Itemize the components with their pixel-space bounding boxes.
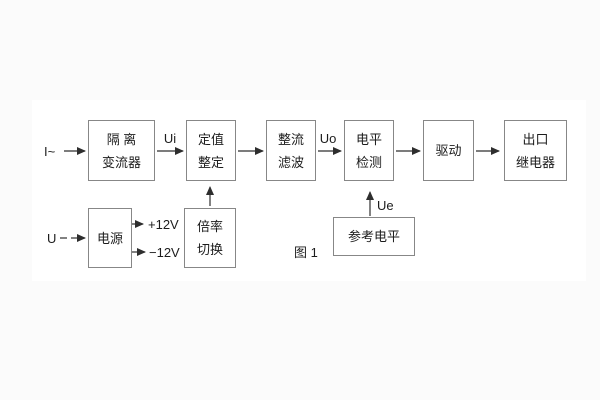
label-uo: Uo bbox=[319, 131, 337, 146]
label-plus-12v: +12V bbox=[148, 217, 179, 232]
block-label-line: 检测 bbox=[355, 154, 382, 170]
block-label-line: 定值 bbox=[197, 131, 224, 147]
block-power-supply: 电源 bbox=[88, 208, 132, 268]
label-ui: Ui bbox=[163, 131, 177, 146]
block-rectifier-filter: 整流 滤波 bbox=[266, 120, 316, 181]
block-driver: 驱动 bbox=[423, 120, 474, 181]
block-output-relay: 出口 继电器 bbox=[504, 120, 567, 181]
label-input-voltage: U bbox=[47, 231, 57, 246]
block-label-line: 参考电平 bbox=[347, 229, 400, 244]
block-label-line: 驱动 bbox=[435, 143, 462, 158]
figure-caption: 图 1 bbox=[294, 245, 318, 260]
block-reference-level: 参考电平 bbox=[333, 217, 415, 256]
label-minus-12v: −12V bbox=[149, 245, 180, 260]
block-level-detector: 电平 检测 bbox=[344, 120, 394, 181]
block-ratio-switch: 倍率 切换 bbox=[184, 208, 236, 268]
block-label-line: 隔 离 bbox=[106, 131, 137, 147]
label-input-current: I~ bbox=[44, 144, 56, 159]
block-label-line: 电平 bbox=[355, 131, 382, 147]
block-label-line: 电源 bbox=[96, 230, 123, 246]
block-label-line: 倍率 bbox=[196, 219, 223, 234]
block-setting-adjust: 定值 整定 bbox=[186, 120, 236, 181]
block-label-line: 滤波 bbox=[277, 154, 304, 170]
block-label-line: 出口 bbox=[522, 131, 549, 147]
block-isolation-transformer: 隔 离 变流器 bbox=[88, 120, 155, 181]
block-label-line: 切换 bbox=[196, 242, 223, 257]
block-label-line: 继电器 bbox=[515, 154, 555, 170]
label-ue: Ue bbox=[377, 198, 394, 213]
block-label-line: 整定 bbox=[197, 154, 224, 170]
block-label-line: 变流器 bbox=[101, 154, 141, 170]
block-label-line: 整流 bbox=[277, 131, 304, 147]
